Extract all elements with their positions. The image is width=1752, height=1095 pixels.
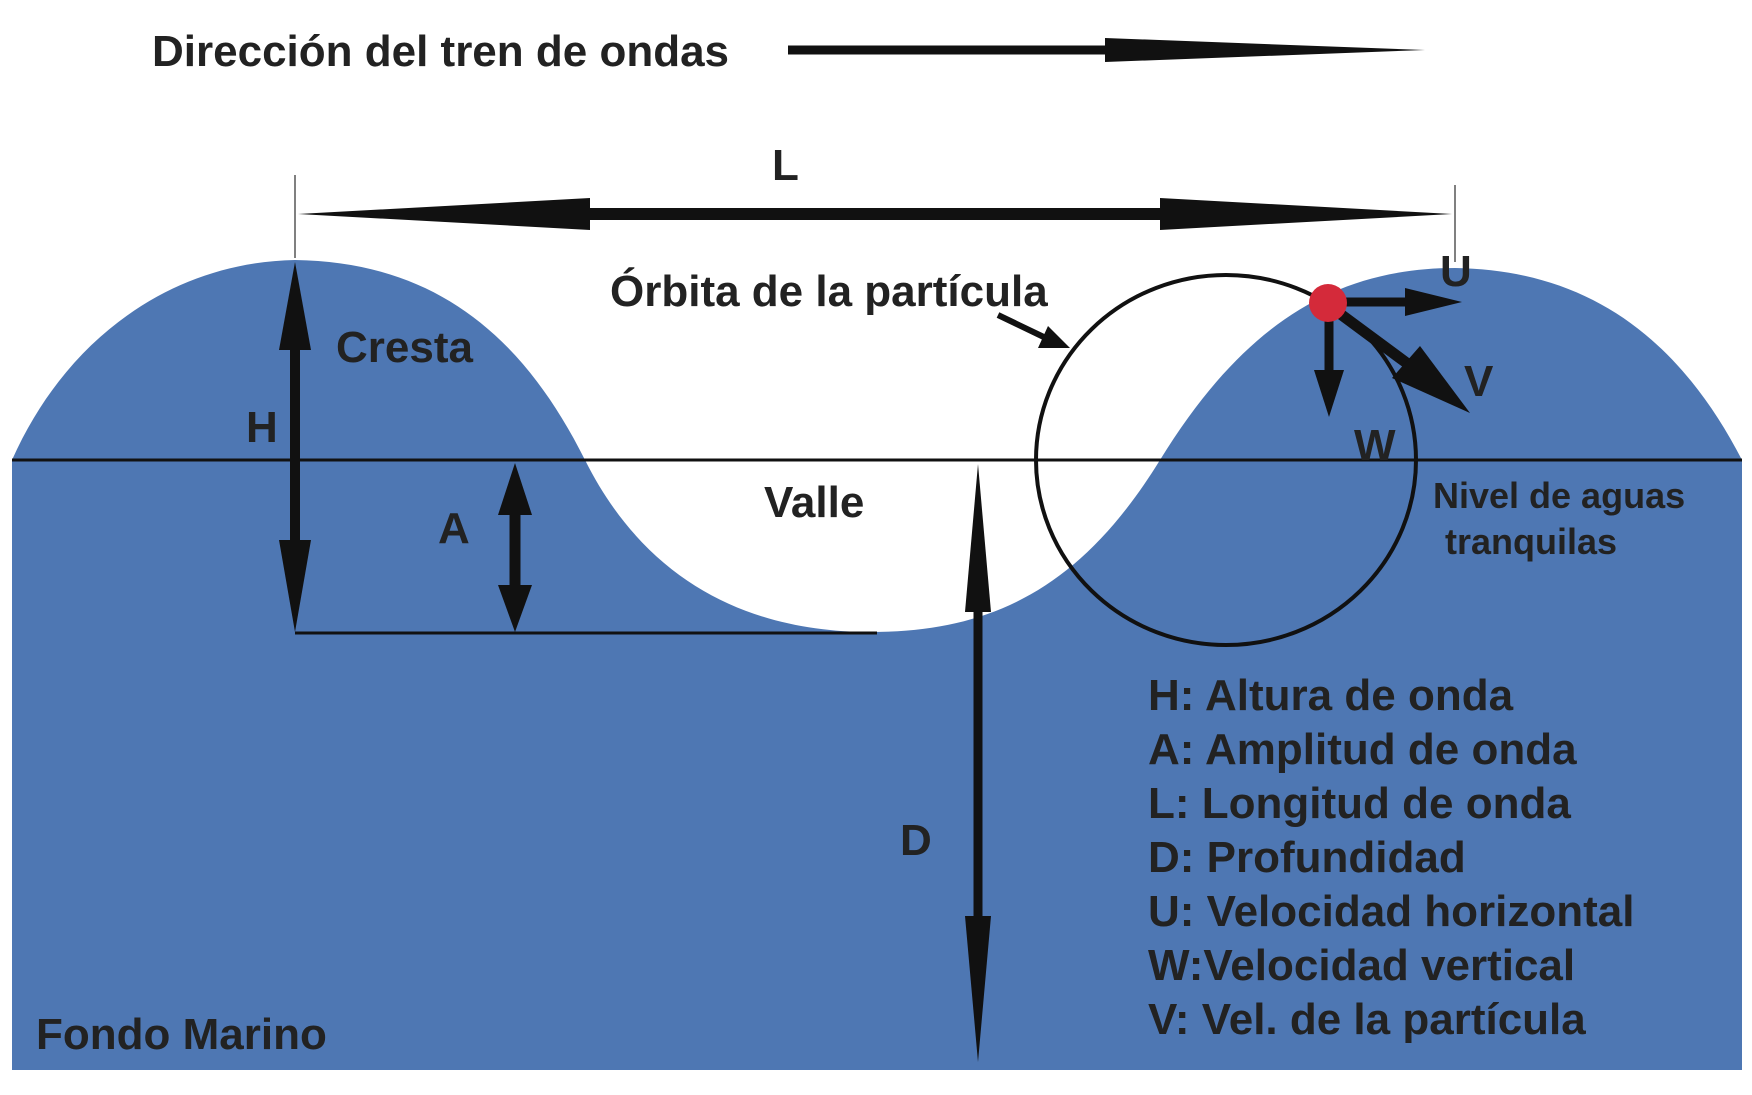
height-symbol: H — [246, 403, 278, 452]
still-water-label-line1: Nivel de aguas — [1433, 475, 1685, 516]
depth-symbol: D — [900, 816, 932, 865]
legend-item-d: D: Profundidad — [1148, 833, 1466, 882]
velocity-w-label: W — [1354, 421, 1396, 470]
particle-orbit-circle — [1034, 273, 1418, 647]
legend-item-a: A: Amplitud de onda — [1148, 725, 1577, 774]
trough-label: Valle — [764, 478, 864, 527]
legend-item-h: H: Altura de onda — [1148, 671, 1514, 720]
velocity-w-arrow — [1314, 312, 1344, 417]
velocity-v-arrow — [1331, 305, 1470, 413]
legend: H: Altura de onda A: Amplitud de onda L:… — [1148, 671, 1635, 1044]
velocity-v-label: V — [1464, 357, 1494, 406]
orbit-pointer-arrow — [996, 312, 1070, 348]
orbit-label: Órbita de la partícula — [610, 266, 1048, 316]
velocity-u-label: U — [1440, 247, 1472, 296]
direction-arrow — [788, 38, 1425, 62]
depth-arrow — [965, 464, 991, 1062]
still-water-label-line2: tranquilas — [1445, 521, 1617, 562]
amplitude-arrow — [498, 463, 532, 632]
crest-label: Cresta — [336, 323, 473, 372]
legend-item-u: U: Velocidad horizontal — [1148, 887, 1635, 936]
wavelength-arrow — [298, 198, 1452, 230]
wavelength-symbol: L — [772, 141, 799, 190]
amplitude-symbol: A — [438, 504, 470, 553]
seabed-label: Fondo Marino — [36, 1010, 327, 1059]
legend-item-v: V: Vel. de la partícula — [1148, 995, 1586, 1044]
legend-item-l: L: Longitud de onda — [1148, 779, 1571, 828]
particle-dot — [1309, 284, 1347, 322]
water-body — [12, 260, 1742, 1070]
direction-label: Dirección del tren de ondas — [152, 27, 729, 76]
height-arrow — [279, 262, 311, 632]
legend-item-w: W:Velocidad vertical — [1148, 941, 1575, 990]
